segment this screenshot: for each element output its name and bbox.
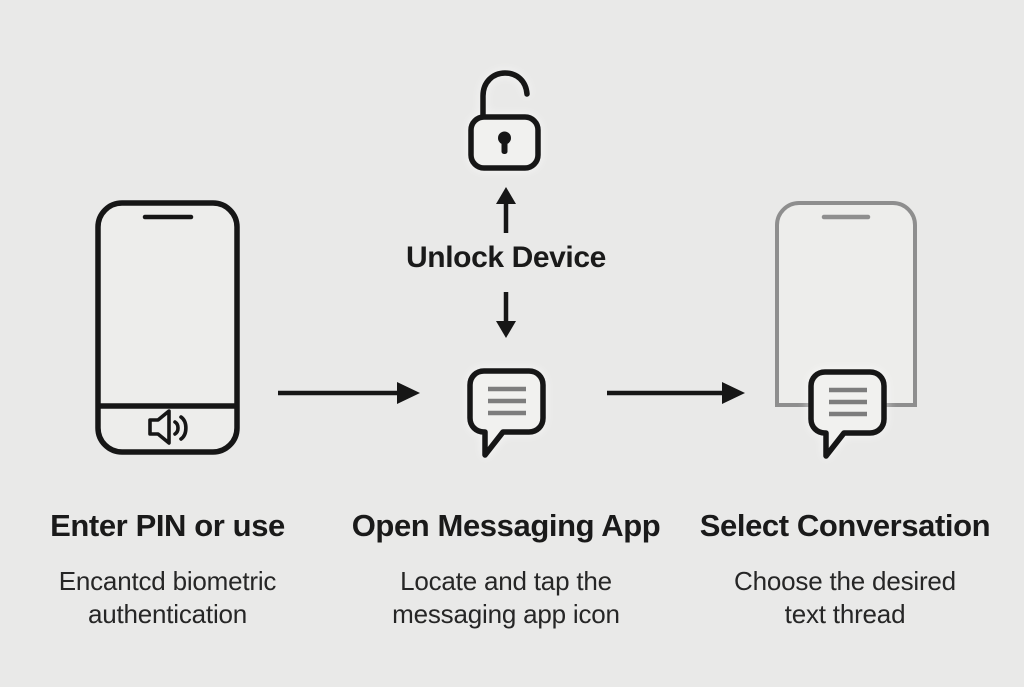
arrow-down-icon — [496, 292, 516, 338]
step-title: Select Conversation — [699, 508, 991, 543]
smartphone-outline-gray-icon — [775, 201, 917, 407]
step-description: Encantcd biometric authentication — [58, 566, 277, 629]
unlock-device-label: Unlock Device — [406, 241, 606, 274]
step-select-conversation: Select Conversation Choose the desired t… — [690, 508, 1000, 631]
step-description: Choose the desired text thread — [734, 566, 956, 629]
arrow-right-icon — [278, 382, 420, 404]
message-bubble-icon — [467, 368, 546, 458]
step-description: Locate and tap the messaging app icon — [392, 566, 620, 629]
arrow-up-icon — [496, 187, 516, 233]
speaker-volume-icon — [148, 409, 188, 445]
step-title: Open Messaging App — [351, 508, 661, 543]
unlocked-padlock-icon — [468, 70, 541, 171]
arrow-right-icon — [607, 382, 745, 404]
smartphone-speaker-icon — [95, 200, 240, 455]
message-bubble-icon — [808, 369, 887, 459]
step-title: Enter PIN or use — [50, 508, 285, 543]
step-open-messaging-app: Open Messaging App Locate and tap the me… — [350, 508, 662, 631]
step-enter-pin: Enter PIN or use Encantcd biometric auth… — [10, 508, 325, 631]
